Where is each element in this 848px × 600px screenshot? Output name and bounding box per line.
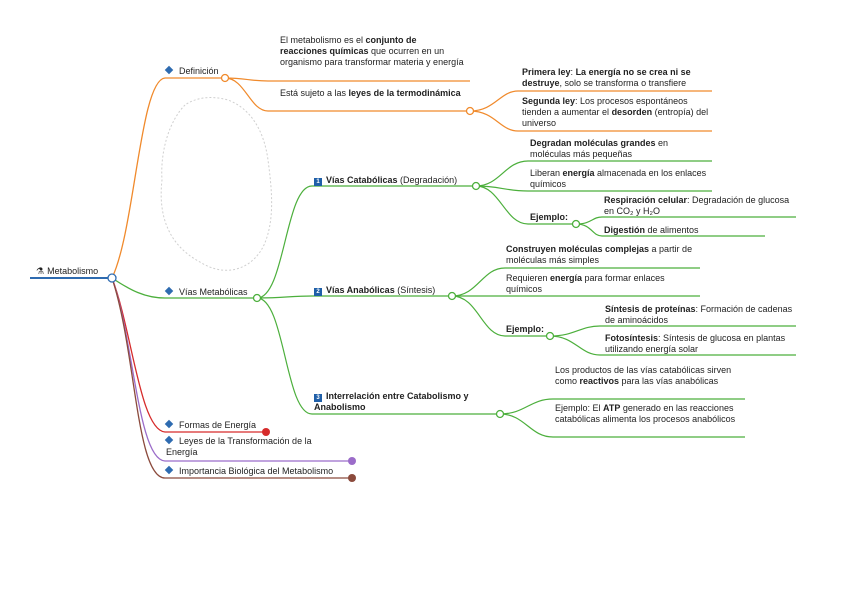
branch-leyes[interactable]: Leyes de la Transformación de la Energía <box>164 435 336 458</box>
primera-ley: Primera ley: La energía no se crea ni se… <box>522 67 712 89</box>
branch-vias-label: Vías Metabólicas <box>179 287 248 297</box>
anabolicas-e1: Síntesis de proteínas: Formación de cade… <box>605 304 795 326</box>
text-segment: conjunto de reacciones químicas <box>280 35 417 56</box>
catabolicas-title: Vías Catabólicas (Degradación) <box>326 175 457 185</box>
text-segment: energía <box>550 273 583 283</box>
text-segment: Requieren <box>506 273 551 283</box>
text-segment: de alimentos <box>645 225 699 235</box>
interrelacion-node-dot <box>495 409 505 419</box>
root-label: Metabolismo <box>47 266 99 276</box>
number-badge: 1 <box>314 178 322 186</box>
vias-node-dot <box>252 293 262 303</box>
text-segment: Liberan <box>530 168 563 178</box>
catabolicas-c2: Liberan energía almacenada en los enlace… <box>530 168 710 190</box>
branch-importancia-label: Importancia Biológica del Metabolismo <box>179 466 334 476</box>
text-segment: reactivos <box>579 376 620 386</box>
root-node[interactable]: ⚗Metabolismo <box>36 266 98 277</box>
importancia-collapsed-dot <box>348 474 356 482</box>
diamond-icon <box>164 65 174 75</box>
text-segment: : Degradación de glucosa en CO₂ y H₂O <box>604 195 790 216</box>
ana-ejemplo-node-dot <box>545 331 555 341</box>
text-segment: El metabolismo es el <box>280 35 366 45</box>
branch-definicion[interactable]: Definición <box>164 65 219 77</box>
text-segment: Degradan moléculas grandes <box>530 138 656 148</box>
anabolicas-title: Vías Anabólicas (Síntesis) <box>326 285 435 295</box>
text-segment: ATP <box>603 403 621 413</box>
diamond-icon <box>164 419 174 429</box>
formas-collapsed-dot <box>262 428 270 436</box>
definicion-node-dot <box>220 73 230 83</box>
catabolicas-c1: Degradan moléculas grandes en moléculas … <box>530 138 710 160</box>
text-segment: Ejemplo: El <box>555 403 604 413</box>
number-badge: 3 <box>314 394 322 402</box>
text-segment: generado en las reacciones catabólicas a… <box>555 403 736 424</box>
catabolicas-e1: Respiración celular: Degradación de gluc… <box>604 195 796 217</box>
text-segment: La energía no se crea ni se destruye <box>522 67 691 88</box>
catabolicas-e2: Digestión de alimentos <box>604 225 764 236</box>
text-segment: desorden <box>611 107 653 117</box>
text-segment: (Degradación) <box>397 175 458 185</box>
text-segment: Vías Catabólicas <box>326 175 398 185</box>
branch-vias[interactable]: Vías Metabólicas <box>164 286 248 298</box>
text-segment: leyes de la termodinámica <box>348 88 461 98</box>
text-segment: para formar enlaces químicos <box>506 273 665 294</box>
segunda-ley: Segunda ley: Los procesos espontáneos ti… <box>522 96 712 129</box>
text-segment: Síntesis de proteínas <box>605 304 696 314</box>
anabolicas-node-dot <box>447 291 457 301</box>
text-segment: que ocurren en un organismo para transfo… <box>280 46 464 67</box>
text-segment: (entropía) del universo <box>522 107 709 128</box>
flask-icon: ⚗ <box>36 266 45 276</box>
text-segment: Fotosíntesis <box>605 333 659 343</box>
interrelacion-title: Interrelación entre Catabolismo y Anabol… <box>314 391 469 412</box>
text-segment: Segunda ley <box>522 96 576 106</box>
sketch-outline <box>160 97 273 271</box>
text-segment: Está sujeto a las <box>280 88 349 98</box>
text-segment: : Los procesos espontáneos tienden a aum… <box>522 96 688 117</box>
anabolicas-ejemplo: Ejemplo: <box>506 324 545 334</box>
text-segment: Primera ley <box>522 67 571 77</box>
diamond-icon <box>164 286 174 296</box>
anabolicas-c2: Requieren energía para formar enlaces qu… <box>506 273 696 295</box>
anabolicas-node[interactable]: 2 Vías Anabólicas (Síntesis) <box>314 285 435 296</box>
catabolicas-node[interactable]: 1 Vías Catabólicas (Degradación) <box>314 175 457 186</box>
branch-importancia[interactable]: Importancia Biológica del Metabolismo <box>164 465 334 477</box>
branch-leyes-label: Leyes de la Transformación de la Energía <box>166 436 312 457</box>
cat-ejemplo-node-dot <box>571 219 581 229</box>
diamond-icon <box>164 465 174 475</box>
anabolicas-c1: Construyen moléculas complejas a partir … <box>506 244 696 266</box>
definicion-text-2: Está sujeto a las leyes de la termodinám… <box>280 88 465 99</box>
branch-formas[interactable]: Formas de Energía <box>164 419 257 431</box>
definicion-text-1: El metabolismo es el conjunto de reaccio… <box>280 35 465 68</box>
root-node-dot <box>107 273 117 283</box>
text-segment: , solo se transforma o transfiere <box>559 78 687 88</box>
diamond-icon <box>164 435 174 445</box>
catabolicas-node-dot <box>471 181 481 191</box>
text-segment: almacenada en los enlaces químicos <box>530 168 707 189</box>
text-segment: : Formación de cadenas de aminoácidos <box>605 304 793 325</box>
catabolicas-ejemplo: Ejemplo: <box>530 212 569 222</box>
branch-definicion-label: Definición <box>179 66 219 76</box>
interrelacion-c2: Ejemplo: El ATP generado en las reaccion… <box>555 403 740 425</box>
text-segment: Los productos de las vías catabólicas si… <box>555 365 732 386</box>
text-segment: : Síntesis de glucosa en plantas utiliza… <box>605 333 786 354</box>
interrelacion-c1: Los productos de las vías catabólicas si… <box>555 365 740 387</box>
anabolicas-e2: Fotosíntesis: Síntesis de glucosa en pla… <box>605 333 795 355</box>
text-segment: en moléculas más pequeñas <box>530 138 669 159</box>
text-segment: (Síntesis) <box>394 285 436 295</box>
number-badge: 2 <box>314 288 322 296</box>
text-segment: a partir de moléculas más simples <box>506 244 693 265</box>
text-segment: Interrelación entre Catabolismo y Anabol… <box>314 391 469 412</box>
text-segment: Respiración celular <box>604 195 688 205</box>
text-segment: energía <box>562 168 595 178</box>
termodinamica-node-dot <box>465 106 475 116</box>
text-segment: Construyen moléculas complejas <box>506 244 650 254</box>
branch-formas-label: Formas de Energía <box>179 420 257 430</box>
text-segment: Vías Anabólicas <box>326 285 395 295</box>
text-segment: Digestión <box>604 225 646 235</box>
leyes-collapsed-dot <box>348 457 356 465</box>
text-segment: : <box>570 67 576 77</box>
text-segment: para las vías anabólicas <box>619 376 719 386</box>
